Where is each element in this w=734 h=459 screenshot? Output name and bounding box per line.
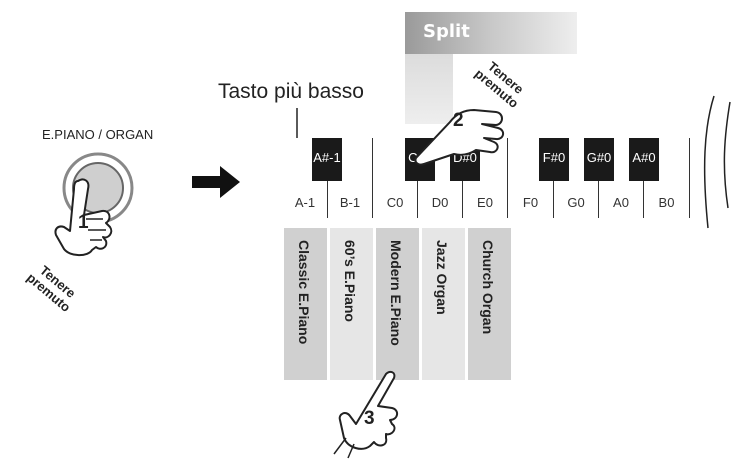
white-key-label: A0 [613, 195, 629, 210]
white-key-label: B-1 [339, 195, 361, 210]
white-key-label: E0 [477, 195, 493, 210]
hand-press-icon-1 [54, 178, 113, 257]
sound-label: Jazz Organ [434, 240, 450, 315]
sound-classic-e-piano[interactable]: Classic E.Piano [284, 228, 327, 380]
sound-label: Modern E.Piano [388, 240, 404, 346]
arrow-right-icon [192, 166, 240, 198]
keyboard-continuation-lines [703, 95, 731, 229]
black-key[interactable]: A#0 [629, 138, 659, 181]
black-key-label: A#-1 [313, 150, 341, 165]
white-key-label: C0 [386, 195, 404, 210]
white-key-label: G0 [567, 195, 585, 210]
white-key-label: D0 [431, 195, 449, 210]
sound-jazz-organ[interactable]: Jazz Organ [422, 228, 465, 380]
white-key-label: B0 [658, 195, 675, 210]
sound-label: Classic E.Piano [296, 240, 312, 345]
black-key[interactable]: G#0 [584, 138, 614, 181]
sound-label: Church Organ [480, 240, 496, 335]
sound-church-organ[interactable]: Church Organ [468, 228, 511, 380]
hand-press-icon-2 [414, 109, 504, 166]
split-label: Split [423, 21, 470, 42]
sound-label: 60’s E.Piano [342, 240, 358, 322]
black-key-label: A#0 [632, 150, 656, 165]
step-3-number: 3 [364, 408, 375, 429]
black-key-label: F#0 [542, 150, 566, 165]
white-key-label: F0 [522, 195, 539, 210]
hand-press-icon-3 [333, 370, 398, 459]
lowest-key-caption: Tasto più basso [218, 80, 364, 103]
e-piano-organ-label: E.PIANO / ORGAN [42, 127, 154, 142]
black-key-label: G#0 [586, 150, 612, 165]
split-zone-fade [405, 54, 453, 124]
white-key-label: A-1 [294, 195, 316, 210]
black-key[interactable]: A#-1 [312, 138, 342, 181]
black-key[interactable]: F#0 [539, 138, 569, 181]
step-1-number: 1 [78, 212, 89, 233]
sound-60s-e-piano[interactable]: 60’s E.Piano [330, 228, 373, 380]
step-2-number: 2 [453, 110, 464, 131]
split-banner: Split [405, 12, 577, 54]
sound-modern-e-piano[interactable]: Modern E.Piano [376, 228, 419, 380]
